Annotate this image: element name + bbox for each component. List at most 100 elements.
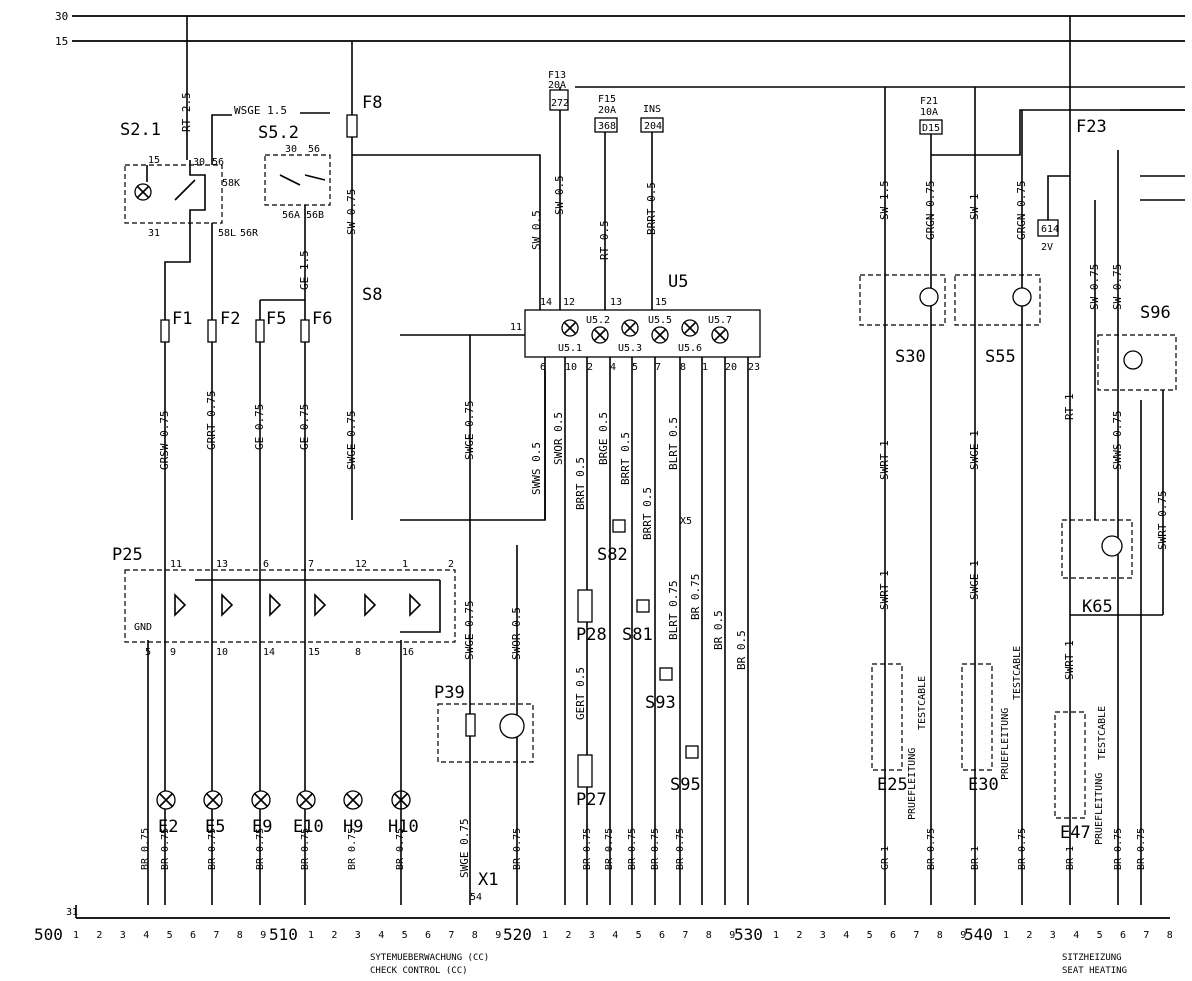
s81-label: S81 bbox=[622, 625, 653, 645]
svg-text:10: 10 bbox=[565, 362, 577, 373]
svg-text:10: 10 bbox=[216, 647, 228, 658]
svg-text:BR 0.75: BR 0.75 bbox=[395, 828, 406, 870]
ruler-digit: 3 bbox=[120, 930, 126, 941]
s5-2-switch-box bbox=[264, 154, 331, 206]
svg-text:BR 0.75: BR 0.75 bbox=[300, 828, 311, 870]
bottom-labels: BR 0.75 BR 0.75 BR 0.75 BR 0.75 BR 0.75 … bbox=[140, 828, 1147, 870]
svg-text:BR 0.75: BR 0.75 bbox=[675, 828, 686, 870]
wire-label: BR 0.5 bbox=[712, 610, 725, 650]
svg-text:PRUEFLEITUNG: PRUEFLEITUNG bbox=[1094, 773, 1105, 845]
f23-label: F23 bbox=[1076, 117, 1107, 137]
s30-label: S30 bbox=[895, 347, 926, 367]
lamp-e5-label: E5 bbox=[205, 817, 225, 837]
ruler-digit: 9 bbox=[260, 930, 266, 941]
wire-label: SWGE 0.75 bbox=[458, 818, 471, 878]
ruler-digit: 7 bbox=[448, 930, 454, 941]
k65-label: K65 bbox=[1082, 597, 1113, 617]
svg-text:368: 368 bbox=[598, 121, 616, 132]
wire-label: GE 0.75 bbox=[298, 404, 311, 450]
svg-text:U5.1: U5.1 bbox=[558, 343, 582, 354]
ruler-digit: 1 bbox=[73, 930, 79, 941]
wire-label: SWGE 1 bbox=[968, 560, 981, 600]
ruler-digit: 9 bbox=[729, 930, 735, 941]
s82-label: S82 bbox=[597, 545, 628, 565]
svg-text:56R: 56R bbox=[240, 228, 259, 239]
ruler-digit: 3 bbox=[1050, 930, 1056, 941]
wire-label: GRGN 0.75 bbox=[924, 180, 937, 240]
wire-label: SW 0.5 bbox=[553, 175, 566, 215]
svg-text:11: 11 bbox=[510, 322, 522, 333]
ruler-digit: 1 bbox=[1003, 930, 1009, 941]
ruler-digit: 8 bbox=[237, 930, 243, 941]
lamp-e2-label: E2 bbox=[158, 817, 178, 837]
caption-right-de: SITZHEIZUNG bbox=[1062, 953, 1122, 963]
s55-label: S55 bbox=[985, 347, 1016, 367]
f8-label: F8 bbox=[362, 93, 382, 113]
u5-lamps bbox=[561, 319, 729, 344]
wire-label: BRRT 0.5 bbox=[645, 182, 658, 235]
wire-label: SW 0.75 bbox=[1088, 264, 1101, 310]
wire-label: BRRT 0.5 bbox=[574, 457, 587, 510]
svg-text:56B: 56B bbox=[306, 210, 324, 221]
lamp-e9-label: E9 bbox=[252, 817, 272, 837]
wire-label: SWRT 1 bbox=[1063, 640, 1076, 680]
x5-label: X5 bbox=[680, 516, 692, 527]
svg-text:7: 7 bbox=[308, 559, 314, 570]
svg-text:PRUEFLEITUNG: PRUEFLEITUNG bbox=[1000, 708, 1011, 780]
ruler-digit: 5 bbox=[636, 930, 642, 941]
svg-text:BR 0.75: BR 0.75 bbox=[140, 828, 151, 870]
fuse-f2-label: F2 bbox=[220, 309, 240, 329]
svg-text:56: 56 bbox=[308, 144, 320, 155]
e47-heater-box bbox=[1054, 711, 1086, 819]
svg-text:14: 14 bbox=[263, 647, 275, 658]
ruler-digit: 5 bbox=[402, 930, 408, 941]
svg-text:31: 31 bbox=[148, 228, 160, 239]
p39-box bbox=[437, 703, 534, 763]
rail-31-label: 31 bbox=[66, 907, 78, 918]
u5-label: U5 bbox=[668, 272, 688, 292]
svg-text:30: 30 bbox=[193, 157, 205, 168]
svg-text:10A: 10A bbox=[920, 107, 938, 118]
wire-label: GERT 0.5 bbox=[574, 667, 587, 720]
ruler-digit: 4 bbox=[612, 930, 618, 941]
svg-text:2: 2 bbox=[448, 559, 454, 570]
svg-text:16: 16 bbox=[402, 647, 414, 658]
svg-text:BR 0.75: BR 0.75 bbox=[512, 828, 523, 870]
svg-text:58L: 58L bbox=[218, 228, 236, 239]
wire-label: BLRT 0.5 bbox=[667, 417, 680, 470]
e47-label: E47 bbox=[1060, 823, 1091, 843]
svg-text:BR 0.75: BR 0.75 bbox=[1136, 828, 1147, 870]
svg-text:BR 0.75: BR 0.75 bbox=[582, 828, 593, 870]
svg-text:TESTCABLE: TESTCABLE bbox=[1012, 646, 1023, 700]
svg-text:1: 1 bbox=[402, 559, 408, 570]
ruler-digit: 2 bbox=[1026, 930, 1032, 941]
ruler-digit: 6 bbox=[190, 930, 196, 941]
lamp-e10-label: E10 bbox=[293, 817, 324, 837]
wire-label: BRRT 0.5 bbox=[619, 432, 632, 485]
caption-de: SYTEMUEBERWACHUNG (CC) bbox=[370, 953, 489, 963]
sensor-p28 bbox=[577, 589, 593, 623]
svg-text:BR 0.75: BR 0.75 bbox=[627, 828, 638, 870]
fuse-f1-label: F1 bbox=[172, 309, 192, 329]
k65-relay-box bbox=[1061, 519, 1133, 579]
wire-label: BR 0.5 bbox=[735, 630, 748, 670]
svg-text:BR 0.75: BR 0.75 bbox=[1113, 828, 1124, 870]
svg-text:BR 1: BR 1 bbox=[1065, 846, 1076, 870]
svg-text:D15: D15 bbox=[922, 123, 940, 134]
svg-text:12: 12 bbox=[355, 559, 367, 570]
ruler-digit: 9 bbox=[960, 930, 966, 941]
ruler-section-label: 530 bbox=[734, 925, 763, 944]
ruler-section-label: 520 bbox=[503, 925, 532, 944]
p27-label: P27 bbox=[576, 790, 607, 810]
svg-text:TESTCABLE: TESTCABLE bbox=[1097, 706, 1108, 760]
svg-text:U5.7: U5.7 bbox=[708, 315, 732, 326]
fuse-f8 bbox=[346, 114, 358, 138]
lamp-row bbox=[156, 640, 411, 905]
wire-label: SW 1.5 bbox=[878, 180, 891, 220]
s30-box bbox=[859, 274, 946, 326]
wire-label: SW 0.75 bbox=[345, 189, 358, 235]
s96-box bbox=[1097, 334, 1177, 391]
svg-text:5: 5 bbox=[145, 647, 151, 658]
svg-text:14: 14 bbox=[540, 297, 552, 308]
